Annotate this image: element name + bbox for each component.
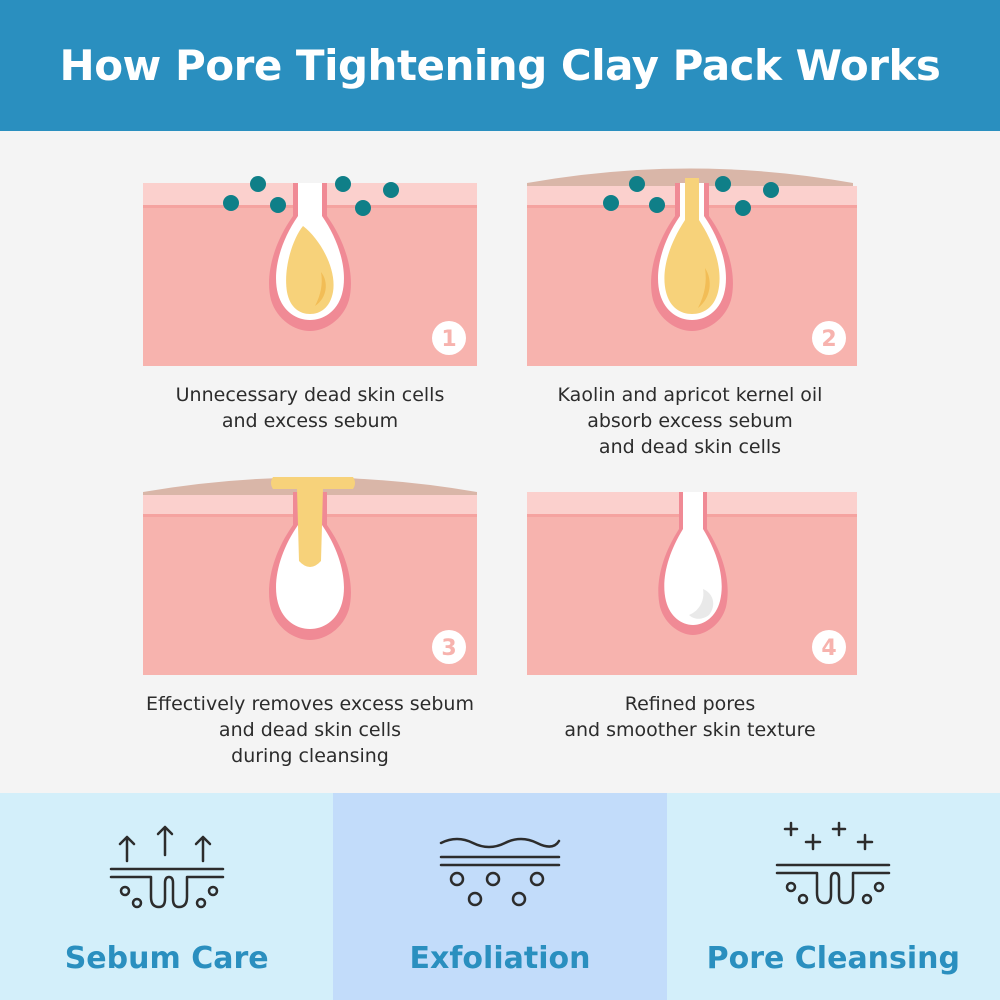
step-4-skin-diagram: 4	[527, 492, 857, 675]
benefit-label-sebum-care: Sebum Care	[64, 941, 269, 976]
step-4-number-badge	[812, 630, 846, 664]
step-2-number: 2	[821, 327, 836, 352]
benefit-sebum-care: Sebum Care	[0, 793, 334, 1000]
step-3: 3 Effectively removes excess sebum and d…	[143, 477, 477, 769]
step-3-caption: Effectively removes excess sebum and dea…	[146, 693, 474, 767]
step-3-number-badge	[432, 630, 466, 664]
step-2-number-badge	[812, 321, 846, 355]
benefit-label-pore-cleansing: Pore Cleansing	[706, 941, 961, 976]
step-1-skin-diagram: 1	[143, 176, 477, 366]
step-1-caption: Unnecessary dead skin cells and excess s…	[175, 384, 445, 432]
dead-skin-particles	[223, 176, 399, 216]
step-3-skin-diagram: 3	[143, 477, 477, 675]
sebum-care-icon	[109, 825, 224, 909]
step-4: 4 Refined pores and smoother skin textur…	[523, 477, 857, 743]
step-1-number-badge	[432, 321, 466, 355]
page-title: How Pore Tightening Clay Pack Works	[59, 41, 941, 90]
step-1: 1 Unnecessary dead skin cells and excess…	[143, 168, 477, 434]
step-4-caption: Refined pores and smoother skin texture	[564, 693, 816, 741]
step-3-number: 3	[441, 636, 456, 661]
header-banner: How Pore Tightening Clay Pack Works	[0, 0, 1000, 131]
step-1-number: 1	[441, 327, 456, 352]
benefit-label-exfoliation: Exfoliation	[409, 941, 591, 976]
benefits-strip: Sebum Care Exfoliation Pore Cleansing	[0, 793, 1000, 1000]
pore-cleansing-icon	[776, 821, 891, 905]
absorbed-particles	[603, 176, 779, 216]
removed-sebum	[271, 477, 355, 567]
benefit-pore-cleansing: Pore Cleansing	[666, 793, 1000, 1000]
step-2-caption: Kaolin and apricot kernel oil absorb exc…	[557, 384, 823, 458]
step-2: 2 Kaolin and apricot kernel oil absorb e…	[523, 168, 857, 460]
exfoliation-icon	[439, 837, 561, 907]
step-4-number: 4	[821, 636, 836, 661]
step-2-skin-diagram: 2	[527, 168, 857, 366]
benefit-exfoliation: Exfoliation	[333, 793, 667, 1000]
